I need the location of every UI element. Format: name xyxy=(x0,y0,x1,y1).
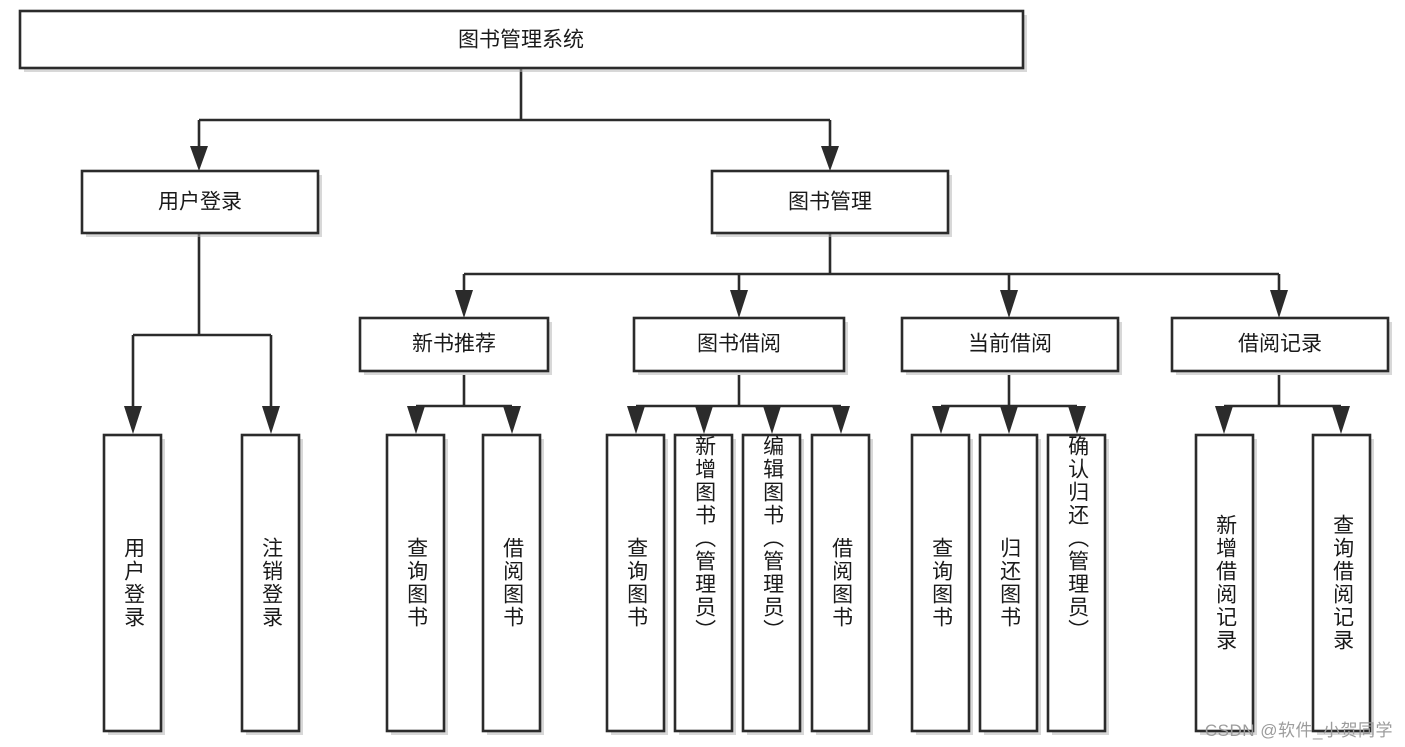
arrow-borrow-book-child-4 xyxy=(832,406,850,434)
root-node-label: 图书管理系统 xyxy=(458,29,584,52)
connector-layer xyxy=(124,68,1350,434)
new-book-node-label: 新书推荐 xyxy=(412,333,496,356)
book-manage-node-label: 图书管理 xyxy=(788,191,872,214)
leaf-logout-box[interactable] xyxy=(240,433,301,733)
arrow-new-book-child-2 xyxy=(503,406,521,434)
arrow-borrow-book-child-3 xyxy=(763,406,781,434)
book-manage-node-box[interactable] xyxy=(710,169,950,235)
leaf-user-login-box[interactable] xyxy=(102,433,163,733)
leaf-borrow-edit-box[interactable] xyxy=(741,433,802,733)
borrow-record-node-box[interactable] xyxy=(1170,316,1390,373)
user-login-node-box[interactable] xyxy=(80,169,320,235)
arrow-to-borrow-record xyxy=(1270,290,1288,318)
leaf-borrow-add-box[interactable] xyxy=(673,433,734,733)
current-borrow-node-box[interactable] xyxy=(900,316,1120,373)
arrow-user-login-child-2 xyxy=(262,406,280,434)
arrow-borrow-record-child-1 xyxy=(1215,406,1233,434)
leaf-current-search-box[interactable] xyxy=(910,433,971,733)
leaf-current-return-box[interactable] xyxy=(978,433,1039,733)
leaf-new-book-borrow-box[interactable] xyxy=(481,433,542,733)
arrow-user-login-child-1 xyxy=(124,406,142,434)
new-book-node-box[interactable] xyxy=(358,316,550,373)
current-borrow-node-label: 当前借阅 xyxy=(968,333,1052,356)
arrow-to-borrow-book xyxy=(730,290,748,318)
root-node-box[interactable] xyxy=(18,9,1025,70)
leaf-record-add-box[interactable] xyxy=(1194,433,1255,733)
leaf-borrow-lend-box[interactable] xyxy=(810,433,871,733)
user-login-node-label: 用户登录 xyxy=(158,191,242,214)
arrow-to-new-book xyxy=(455,290,473,318)
leaf-record-search-box[interactable] xyxy=(1311,433,1372,733)
arrow-to-current-borrow xyxy=(1000,290,1018,318)
arrow-to-user-login xyxy=(190,146,208,171)
arrow-borrow-book-child-1 xyxy=(627,406,645,434)
arrow-current-borrow-child-3 xyxy=(1068,406,1086,434)
arrow-new-book-child-1 xyxy=(407,406,425,434)
borrow-record-node-label: 借阅记录 xyxy=(1238,333,1322,356)
borrow-book-node-box[interactable] xyxy=(632,316,846,373)
borrow-book-node-label: 图书借阅 xyxy=(697,333,781,356)
leaf-current-confirm-box[interactable] xyxy=(1046,433,1107,733)
arrow-current-borrow-child-1 xyxy=(932,406,950,434)
arrow-current-borrow-child-2 xyxy=(1000,406,1018,434)
node-layer: 图书管理系统 用户登录 图书管理 新书推荐 图书借阅 当前借阅 借阅记录 xyxy=(18,9,1392,735)
arrow-borrow-record-child-2 xyxy=(1332,406,1350,434)
arrow-to-book-manage xyxy=(821,146,839,171)
leaf-borrow-search-box[interactable] xyxy=(605,433,666,733)
arrow-borrow-book-child-2 xyxy=(695,406,713,434)
leaf-new-book-search-box[interactable] xyxy=(385,433,446,733)
